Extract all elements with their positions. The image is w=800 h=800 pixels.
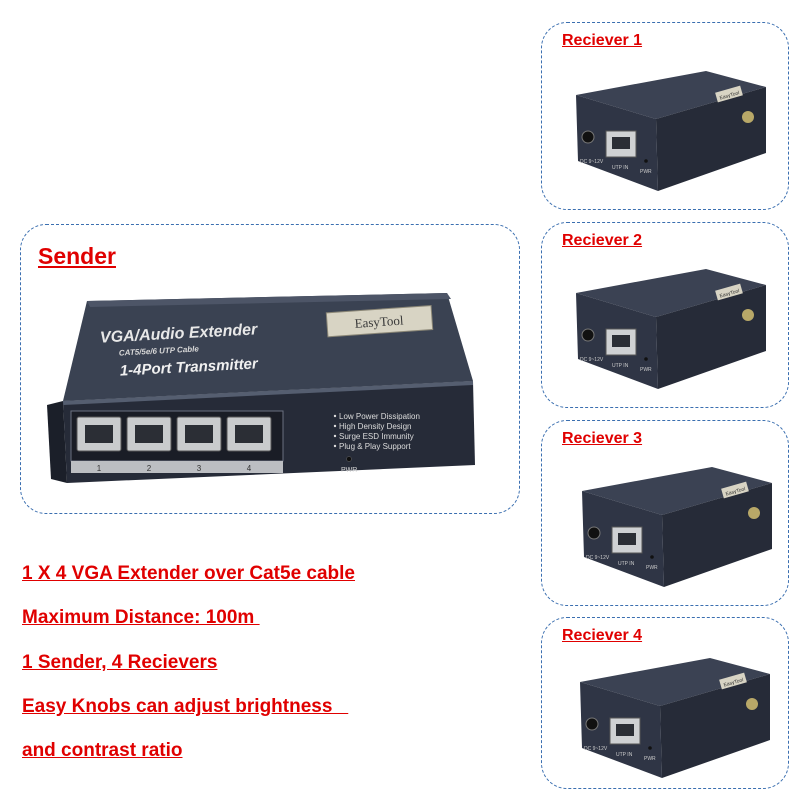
- receiver-title-3: Reciever 3: [562, 430, 643, 447]
- sender-feature-4: Plug & Play Support: [339, 442, 411, 451]
- feature-line-3: 1 Sender, 4 Recievers: [22, 652, 218, 673]
- receiver-device-image-3: EasyTool DC 9~12V UTP IN PWR: [582, 467, 772, 587]
- receiver-device-image-2: EasyTool DC 9~12V UTP IN PWR: [576, 269, 766, 389]
- rx1-dc-label: DC 9~12V: [580, 159, 604, 165]
- port-number-3: 3: [197, 464, 202, 473]
- sender-feature-3: Surge ESD Immunity: [339, 432, 414, 441]
- sender-brand-text: EasyTool: [354, 312, 404, 330]
- rx3-brand: EasyTool: [725, 486, 746, 497]
- receiver-panel-1: Reciever 1 EasyTool DC 9~12V UTP IN PWR: [541, 22, 789, 210]
- rx4-utp-label: UTP IN: [616, 752, 633, 758]
- rx2-utp-label: UTP IN: [612, 363, 629, 369]
- sender-power-led: [346, 456, 352, 462]
- receiver-panel-2: Reciever 2 EasyTool DC 9~12V UTP IN PWR: [541, 222, 789, 408]
- receiver-panel-3: Reciever 3 EasyTool DC 9~12V UTP IN PWR: [541, 420, 789, 606]
- sender-label-line2: CAT5/5e/6 UTP Cable: [119, 344, 200, 357]
- sender-feature-2: High Density Design: [339, 422, 411, 431]
- rj45-port-group: 1 2 3 4: [70, 410, 284, 473]
- rx4-pwr-label: PWR: [644, 756, 656, 762]
- rx3-pwr-label: PWR: [646, 565, 658, 571]
- receiver-title-1: Reciever 1: [562, 32, 643, 49]
- feature-line-5: and contrast ratio: [22, 740, 183, 761]
- sender-pwr-label: PWR: [341, 467, 357, 474]
- rx1-utp-label: UTP IN: [612, 165, 629, 171]
- rx2-pwr-label: PWR: [640, 367, 652, 373]
- feature-line-2: Maximum Distance: 100m: [22, 607, 260, 628]
- sender-title: Sender: [38, 243, 116, 269]
- sender-feature-1: Low Power Dissipation: [339, 412, 420, 421]
- receiver-title-4: Reciever 4: [562, 627, 643, 644]
- rx3-utp-label: UTP IN: [618, 561, 635, 567]
- sender-panel: Sender EasyTool VGA/Audio Extender CAT5/…: [20, 224, 520, 514]
- rx2-brand: EasyTool: [719, 288, 740, 299]
- receiver-device-image-1: EasyTool DC 9~12V UTP IN PWR: [576, 71, 766, 191]
- rx3-dc-label: DC 9~12V: [586, 555, 610, 561]
- receiver-device-image-4: EasyTool DC 9~12V UTP IN PWR: [580, 658, 770, 778]
- port-number-4: 4: [247, 464, 252, 473]
- receiver-title-2: Reciever 2: [562, 232, 643, 249]
- receiver-panel-4: Reciever 4 EasyTool DC 9~12V UTP IN PWR: [541, 617, 789, 789]
- feature-line-4: Easy Knobs can adjust brightness: [22, 696, 349, 717]
- port-number-2: 2: [147, 464, 152, 473]
- port-number-1: 1: [97, 464, 102, 473]
- rx4-dc-label: DC 9~12V: [584, 746, 608, 752]
- transmitter-device-image: EasyTool VGA/Audio Extender CAT5/5e/6 UT…: [47, 293, 475, 483]
- feature-line-1: 1 X 4 VGA Extender over Cat5e cable: [22, 563, 356, 584]
- rx2-dc-label: DC 9~12V: [580, 357, 604, 363]
- rx1-brand: EasyTool: [719, 90, 740, 101]
- rx1-pwr-label: PWR: [640, 169, 652, 175]
- rx4-brand: EasyTool: [723, 677, 744, 688]
